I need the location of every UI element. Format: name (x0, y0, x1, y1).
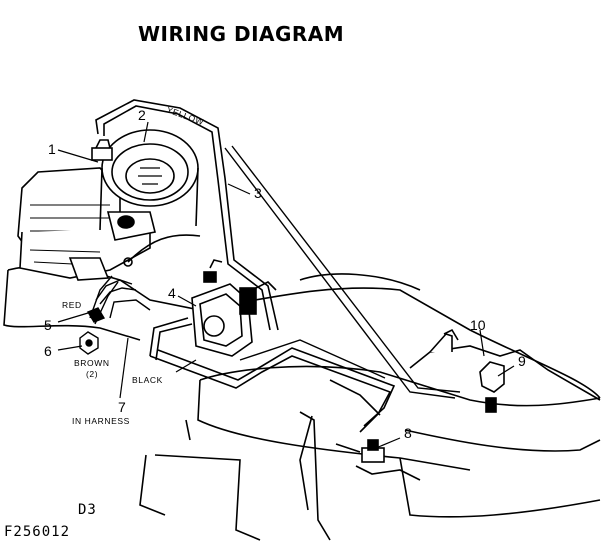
label-red: RED (62, 300, 82, 310)
yellow-wire (95, 99, 461, 399)
callout-9: 9 (518, 353, 526, 369)
callout-1: 1 (48, 141, 56, 157)
label-brown-qty: (2) (86, 369, 98, 379)
callout-3: 3 (254, 185, 262, 201)
callout-6: 6 (44, 343, 52, 359)
red-brown-wires (89, 275, 151, 325)
callout-numbers: 1 2 3 4 5 6 7 8 9 10 (44, 107, 526, 441)
engine (17, 129, 201, 281)
page-code: D3 (78, 502, 97, 518)
black-wire (149, 317, 396, 433)
diagram-title: WIRING DIAGRAM (138, 22, 345, 46)
leader-lines (57, 121, 515, 449)
figure-number: F256012 (4, 524, 71, 540)
seat-switch (409, 328, 601, 413)
label-yellow: YELLOW (165, 104, 205, 127)
callout-2: 2 (138, 107, 146, 123)
callout-8: 8 (404, 425, 412, 441)
callout-7: 7 (118, 399, 126, 415)
label-black: BLACK (132, 375, 163, 385)
callout-4: 4 (168, 285, 176, 301)
solenoid (191, 259, 277, 357)
callout-5: 5 (44, 317, 52, 333)
callout-10: 10 (470, 317, 486, 333)
connector-8 (299, 411, 421, 541)
label-brown: BROWN (74, 358, 110, 368)
label-in-harness: IN HARNESS (72, 416, 130, 426)
